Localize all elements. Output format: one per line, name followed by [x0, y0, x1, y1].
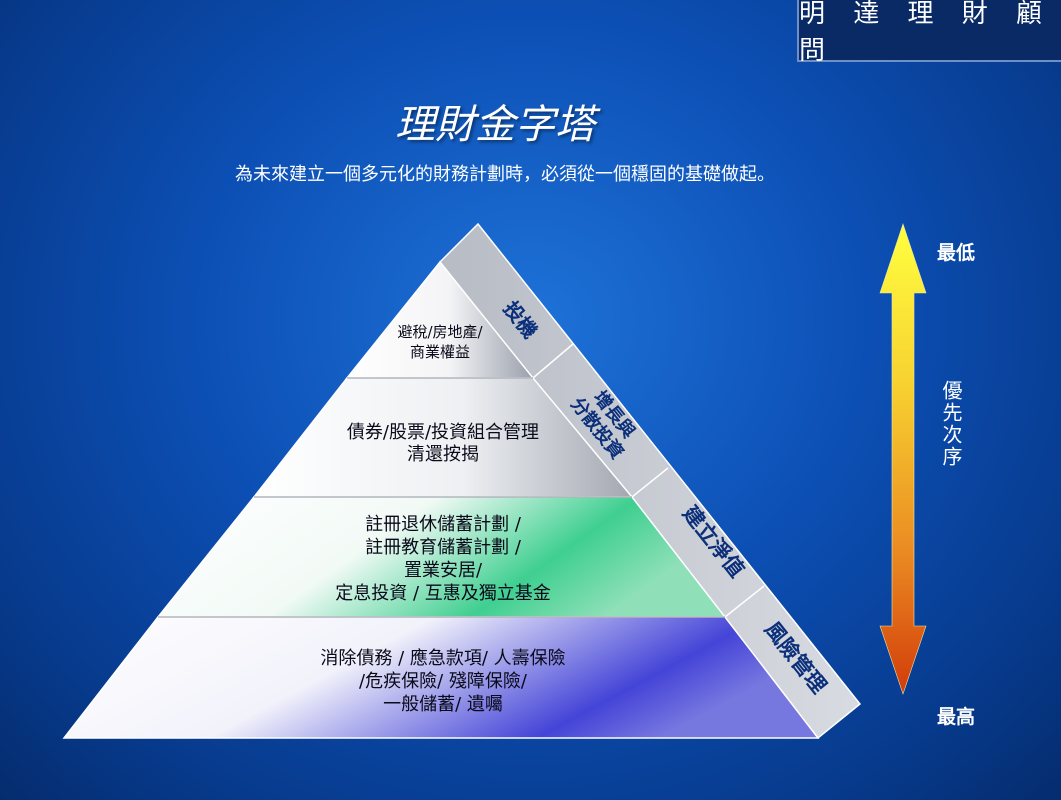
tier-3-line-4: 定息投資 / 互惠及獨立基金 — [335, 583, 551, 604]
tier-4-line-3: 一般儲蓄/ 遺囑 — [383, 694, 503, 715]
tier-2-line-2: 清還按揭 — [407, 444, 479, 465]
tier-4-line-1: 消除債務 / 應急款項/ 人壽保險 — [320, 647, 565, 669]
tier-4-line-2: /危疾保險/ 殘障保險/ — [359, 671, 528, 692]
page-subtitle: 為未來建立一個多元化的財務計劃時，必須從一個穩固的基礎做起。 — [235, 164, 775, 185]
side-divider-1 — [532, 343, 574, 379]
priority-axis-label: 優先次序 — [939, 380, 963, 468]
tier-3-line-2: 註冊教育儲蓄計劃 / — [365, 537, 522, 558]
side-divider-2 — [631, 467, 669, 498]
page-title: 理財金字塔 — [395, 102, 595, 148]
priority-top-label: 最低 — [937, 242, 976, 264]
brand-name: 明 達 理 財 顧 問 — [797, 0, 1061, 66]
priority-arrow — [879, 223, 927, 695]
tier-1-line-2: 商業權益 — [410, 343, 470, 361]
side-divider-3 — [724, 585, 765, 618]
tier-1-line-1: 避稅/房地產/ — [397, 323, 483, 341]
priority-bottom-label: 最高 — [937, 706, 976, 728]
tier-2-line-1: 債券/股票/投資組合管理 — [347, 422, 539, 443]
tier-3-line-1: 註冊退休儲蓄計劃 / — [365, 514, 522, 535]
tier-3-line-3: 置業安居/ — [404, 560, 483, 581]
